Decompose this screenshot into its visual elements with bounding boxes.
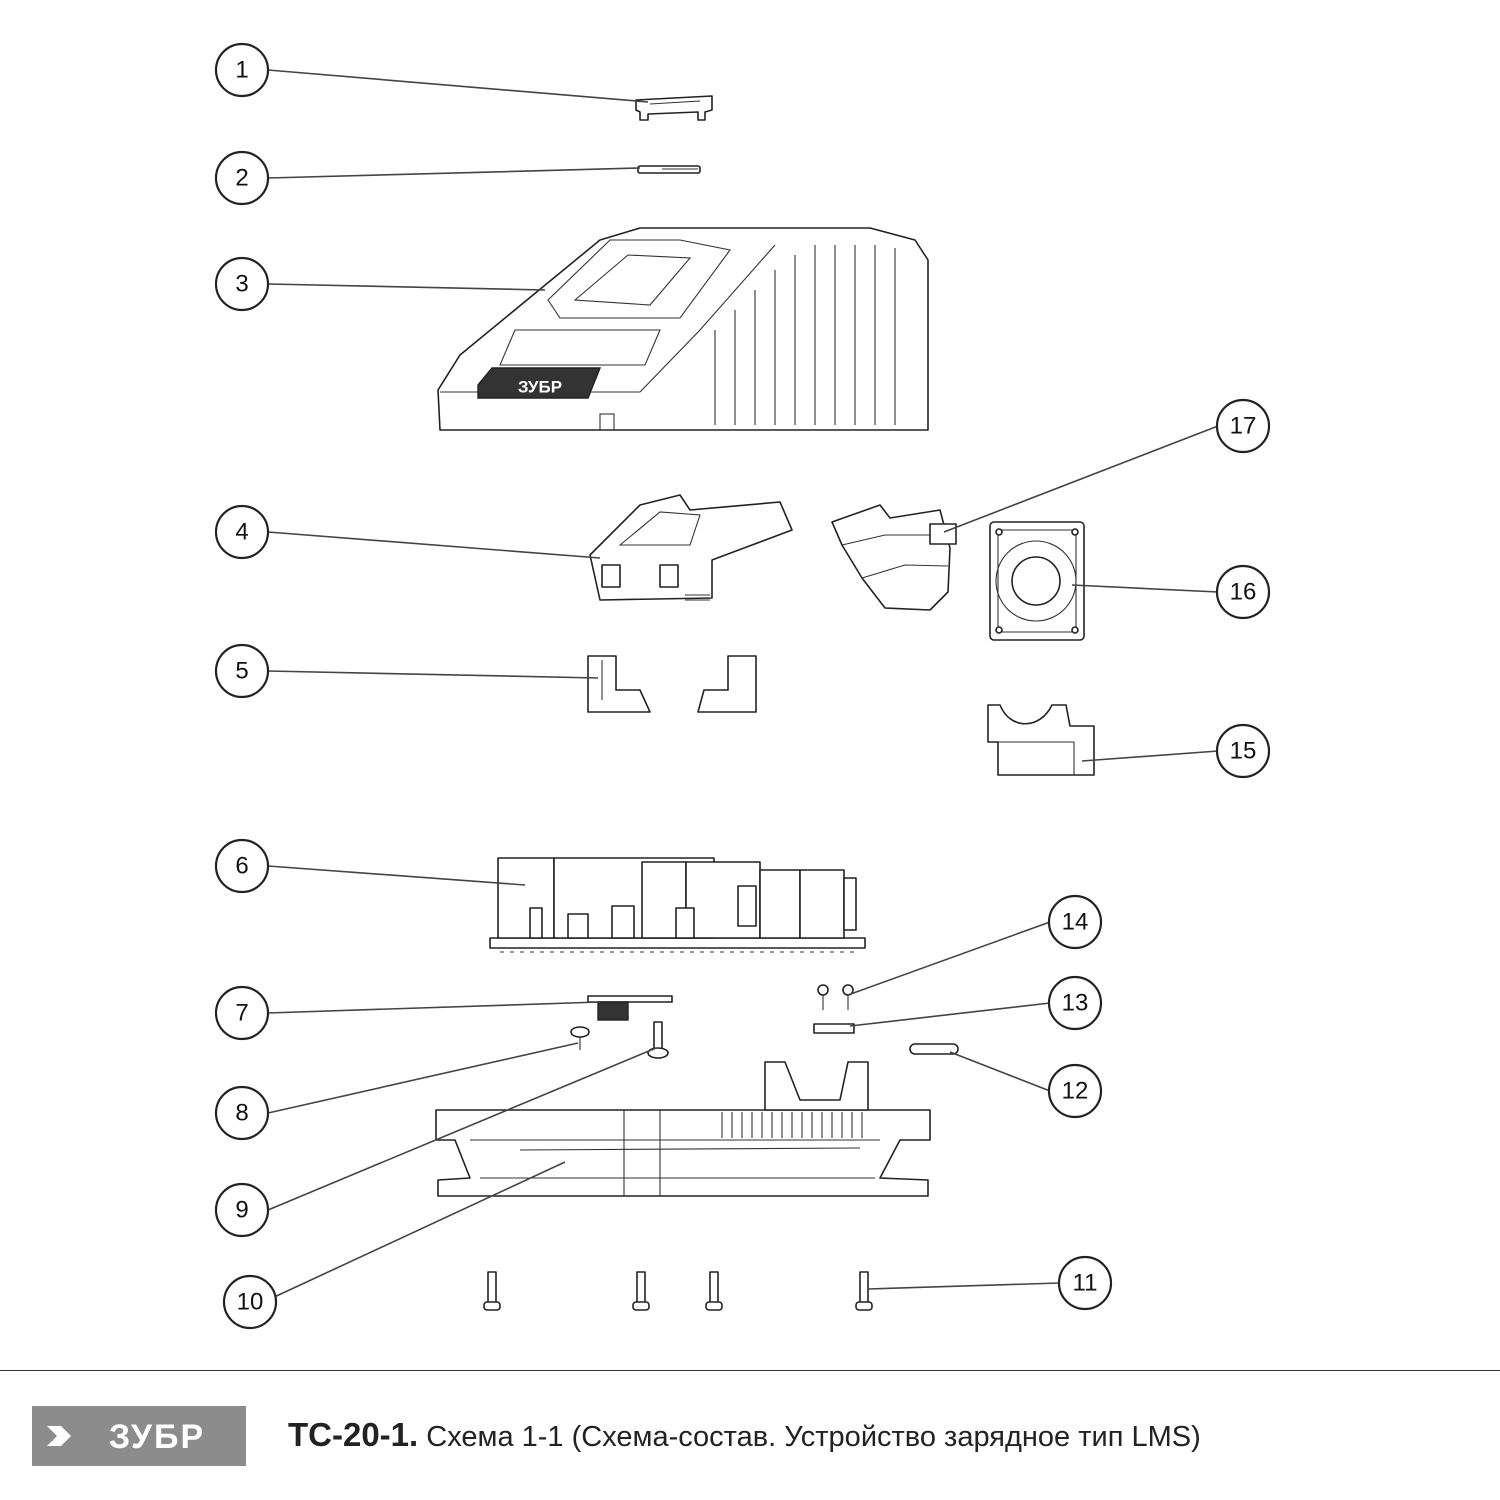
model-code: TC-20-1. <box>288 1416 419 1453</box>
svg-text:13: 13 <box>1062 990 1089 1017</box>
part-2-plate <box>637 165 701 174</box>
svg-text:12: 12 <box>1062 1078 1089 1105</box>
callout-17: 17 <box>1215 398 1271 454</box>
svg-text:10: 10 <box>237 1289 264 1316</box>
part-4-contact-holder <box>589 494 793 601</box>
part-11-screws <box>483 1271 873 1311</box>
svg-text:17: 17 <box>1230 413 1257 440</box>
callout-5: 5 <box>214 643 270 699</box>
callout-4: 4 <box>214 504 270 560</box>
callout-10: 10 <box>222 1274 278 1330</box>
part-13-bracket <box>813 1023 855 1034</box>
svg-text:14: 14 <box>1062 909 1089 936</box>
exploded-parts-diagram: ЗУБР <box>214 42 1271 1330</box>
svg-text:6: 6 <box>235 853 248 880</box>
svg-text:16: 16 <box>1230 579 1257 606</box>
figure-caption: TC-20-1. Схема 1-1 (Схема-состав. Устрой… <box>288 1416 1201 1454</box>
brand-logo: ЗУБР <box>32 1406 246 1466</box>
svg-text:7: 7 <box>235 1000 248 1027</box>
svg-text:5: 5 <box>235 658 248 685</box>
svg-text:15: 15 <box>1230 738 1257 765</box>
svg-text:4: 4 <box>235 519 248 546</box>
part-3-top-housing: ЗУБР <box>437 227 929 431</box>
svg-text:8: 8 <box>235 1100 248 1127</box>
callout-14: 14 <box>1047 894 1103 950</box>
callout-16: 16 <box>1215 564 1271 620</box>
brand-logo-text: ЗУБР <box>109 1418 205 1456</box>
part-9-screw <box>647 1021 669 1059</box>
svg-text:9: 9 <box>235 1197 248 1224</box>
callout-3: 3 <box>214 256 270 312</box>
callout-6: 6 <box>214 838 270 894</box>
svg-text:3: 3 <box>235 271 248 298</box>
leader-lines <box>267 69 1219 1300</box>
part-17-air-duct <box>831 504 957 611</box>
callout-12: 12 <box>1047 1063 1103 1119</box>
callout-1: 1 <box>214 42 270 98</box>
part-10-base <box>435 1061 931 1197</box>
callout-11: 11 <box>1057 1255 1113 1311</box>
callout-2: 2 <box>214 150 270 206</box>
svg-text:2: 2 <box>235 165 248 192</box>
part-16-fan <box>989 521 1085 641</box>
part-8-screw <box>570 1026 590 1050</box>
part-7-small-board <box>587 995 673 1021</box>
callout-7: 7 <box>214 985 270 1041</box>
charger-logo-text: ЗУБР <box>518 378 562 397</box>
part-6-pcb <box>489 857 866 953</box>
footer-divider <box>0 1370 1500 1371</box>
brand-logo-mark: ЗУБР <box>41 1418 205 1456</box>
part-15-fan-holder <box>987 704 1095 776</box>
svg-text:1: 1 <box>235 57 248 84</box>
callout-9: 9 <box>214 1182 270 1238</box>
callout-13: 13 <box>1047 975 1103 1031</box>
caption-text: Схема 1-1 (Схема-состав. Устройство заря… <box>426 1421 1201 1453</box>
callout-15: 15 <box>1215 723 1271 779</box>
part-12-pin <box>909 1043 959 1055</box>
svg-text:11: 11 <box>1073 1270 1098 1297</box>
part-5-terminals <box>587 655 757 713</box>
part-14-screws <box>817 984 854 1010</box>
callout-8: 8 <box>214 1085 270 1141</box>
part-1-clip <box>635 95 713 121</box>
